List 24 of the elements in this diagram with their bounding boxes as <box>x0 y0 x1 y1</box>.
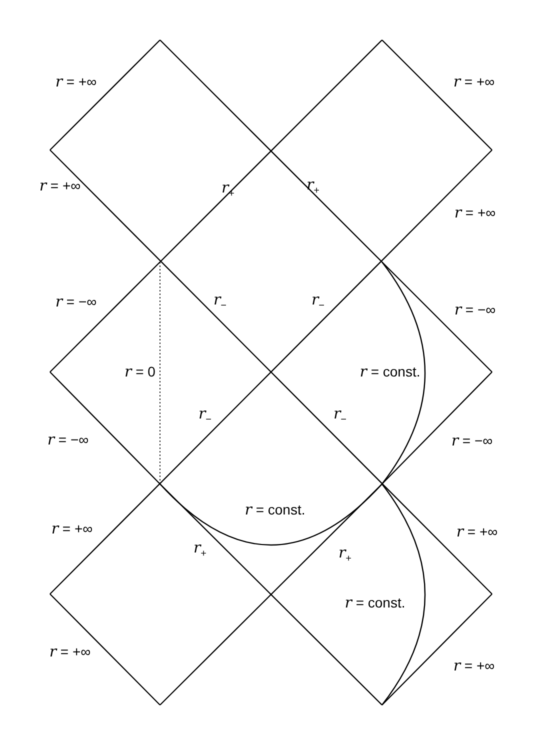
region-label: r$_{−}$ <box>214 292 226 312</box>
region-label: r = +∞ <box>453 658 495 674</box>
region-label: r$_{+}$ <box>338 546 352 564</box>
region-label: r$_{+}$ <box>222 180 234 200</box>
region-label: r$_{−}$ <box>334 406 346 426</box>
region-label: r = −∞ <box>47 432 89 448</box>
region-label: r = +∞ <box>49 644 91 660</box>
region-label: r = +∞ <box>55 74 97 90</box>
region-label: r = 0 <box>124 364 156 380</box>
region-label: r$_{+}$ <box>194 540 206 560</box>
region-label: r = −∞ <box>454 302 496 318</box>
region-label: r = +∞ <box>51 522 93 536</box>
region-label: r = +∞ <box>39 178 81 194</box>
region-label: r = +∞ <box>453 74 495 90</box>
region-label: r$_{−}$ <box>312 292 324 312</box>
region-label: r = −∞ <box>55 294 97 310</box>
region-label: r = +∞ <box>456 524 498 540</box>
region-label: r = const. <box>344 596 406 610</box>
region-label: r$_{+}$ <box>306 178 320 196</box>
region-label: r = const. <box>360 364 420 380</box>
region-label: r = const. <box>244 502 306 518</box>
region-label: r = +∞ <box>454 206 496 220</box>
region-label: r$_{−}$ <box>198 406 212 426</box>
region-label: r = −∞ <box>451 434 493 448</box>
